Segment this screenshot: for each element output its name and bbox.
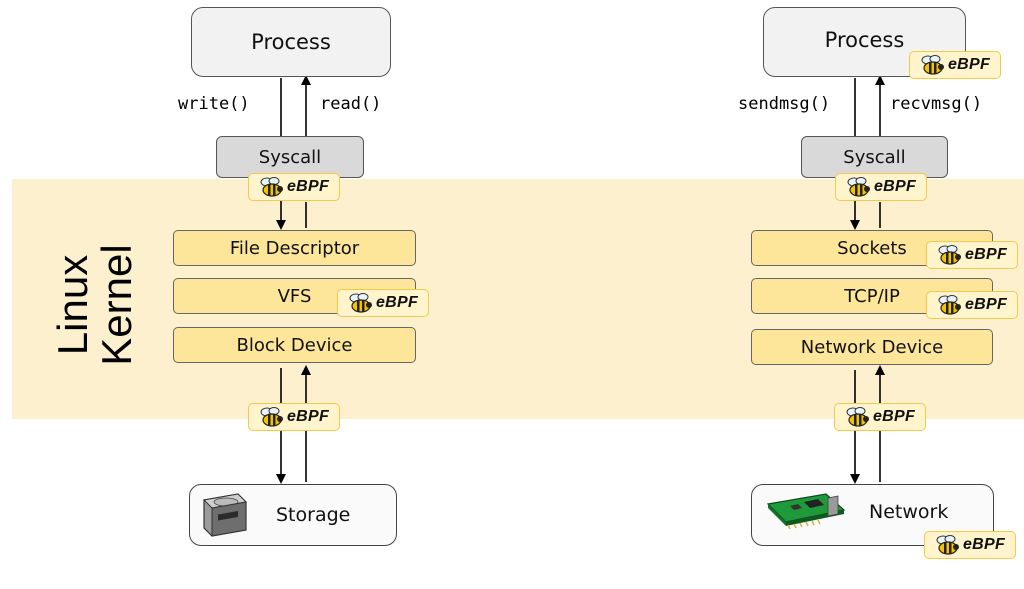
ebpf-label: eBPF — [872, 408, 916, 425]
bee-icon — [260, 177, 283, 197]
read-call-label: read() — [320, 94, 382, 114]
network-device-layer: Network Device — [751, 329, 993, 365]
bee-icon — [260, 407, 283, 427]
block-device-layer: Block Device — [173, 327, 416, 363]
ebpf-badge-storage-path: eBPF — [248, 403, 340, 431]
bee-icon — [349, 293, 372, 313]
hard-drive-icon — [202, 493, 248, 537]
process-label: Process — [251, 30, 331, 54]
storage-label: Storage — [276, 504, 351, 526]
ebpf-label: eBPF — [962, 536, 1006, 553]
ebpf-badge-syscall-left: eBPF — [248, 173, 340, 201]
layer-label: TCP/IP — [844, 285, 900, 307]
ebpf-badge-vfs: eBPF — [337, 289, 429, 317]
network-card-icon — [766, 493, 846, 530]
ebpf-label: eBPF — [286, 408, 330, 425]
ebpf-label: eBPF — [964, 246, 1008, 263]
ebpf-badge-tcp-ip: eBPF — [926, 291, 1018, 319]
layer-label: Network Device — [800, 336, 944, 358]
process-box-left: Process — [191, 7, 391, 77]
layer-label: File Descriptor — [229, 237, 360, 259]
ebpf-label: eBPF — [286, 178, 330, 195]
ebpf-badge-syscall-right: eBPF — [835, 173, 927, 201]
write-call-label: write() — [178, 94, 250, 114]
syscall-label: Syscall — [258, 146, 322, 168]
syscall-box-left: Syscall — [216, 136, 364, 178]
process-label: Process — [824, 28, 905, 52]
layer-label: Block Device — [236, 334, 353, 356]
bee-icon — [921, 55, 944, 75]
ebpf-badge-sockets: eBPF — [926, 241, 1018, 269]
bee-icon — [938, 245, 961, 265]
ebpf-badge-process-right: eBPF — [909, 51, 1001, 79]
layer-label: Sockets — [837, 237, 907, 259]
file-descriptor-layer: File Descriptor — [173, 230, 416, 266]
ebpf-label: eBPF — [375, 294, 419, 311]
sendmsg-call-label: sendmsg() — [738, 94, 831, 114]
ebpf-label: eBPF — [947, 56, 991, 73]
bee-icon — [847, 177, 870, 197]
ebpf-badge-network-path: eBPF — [834, 403, 926, 431]
ebpf-badge-network-device: eBPF — [924, 531, 1016, 559]
ebpf-label: eBPF — [873, 178, 917, 195]
bee-icon — [938, 295, 961, 315]
bee-icon — [846, 407, 869, 427]
ebpf-label: eBPF — [964, 296, 1008, 313]
network-label: Network — [869, 501, 949, 523]
recvmsg-call-label: recvmsg() — [890, 94, 983, 114]
syscall-label: Syscall — [843, 146, 906, 168]
bee-icon — [936, 535, 959, 555]
syscall-box-right: Syscall — [801, 136, 948, 178]
layer-label: VFS — [277, 285, 312, 307]
